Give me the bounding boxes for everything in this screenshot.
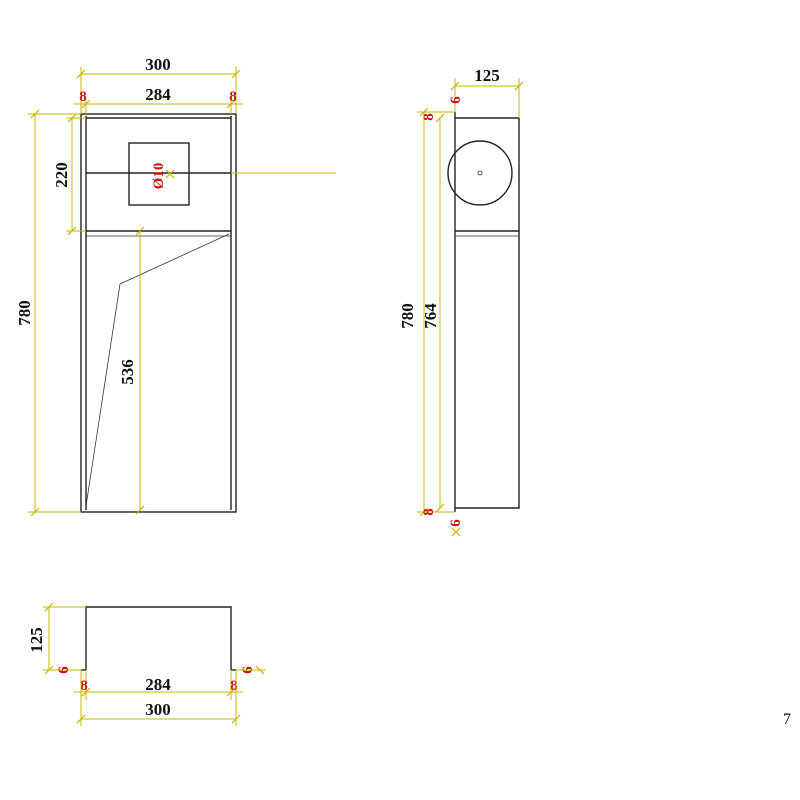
- plan-view: [81, 606, 236, 671]
- side-wall-bottom: 8: [421, 508, 437, 516]
- page-number: 7: [783, 711, 791, 728]
- plan-outline: [85, 606, 232, 670]
- plan-gap-left: 6: [56, 666, 72, 674]
- front-lower-height: 536: [118, 359, 137, 385]
- side-outline: [454, 112, 520, 512]
- front-diagonal-panel: [85, 233, 230, 507]
- side-gap-top: 6: [448, 96, 464, 104]
- front-width-inner: 284: [145, 85, 171, 104]
- front-width-total: 300: [145, 55, 171, 74]
- front-outer-outline: [80, 113, 237, 513]
- side-height-total: 780: [398, 303, 417, 329]
- side-dimensions: 125 6 6 780 764 8 8: [398, 66, 524, 537]
- front-shelf-height: 220: [52, 162, 71, 188]
- front-view: [80, 113, 336, 513]
- plan-wall-right: 8: [230, 678, 238, 694]
- side-height-inner: 764: [421, 303, 440, 329]
- front-height-total: 780: [15, 300, 34, 326]
- side-hole-center: [477, 170, 483, 176]
- side-depth: 125: [474, 66, 500, 85]
- front-wall-left: 8: [79, 89, 87, 105]
- side-hole-circle: [447, 140, 513, 206]
- front-dimensions: 300 284 8 8 780 220 536 Ø10: [15, 55, 243, 517]
- plan-width-total: 300: [145, 700, 171, 719]
- front-hole-square: [128, 142, 190, 206]
- plan-wall-left: 8: [80, 678, 88, 694]
- side-view: [447, 112, 520, 512]
- plan-dimensions: 125 6 6 284 8 8 300: [27, 602, 266, 726]
- plan-width-inner: 284: [145, 675, 171, 694]
- side-gap-bottom: 6: [448, 519, 464, 527]
- side-wall-top: 8: [421, 113, 437, 121]
- front-wall-right: 8: [229, 89, 237, 105]
- front-hole-diameter: Ø10: [151, 163, 167, 190]
- plan-depth: 125: [27, 627, 46, 653]
